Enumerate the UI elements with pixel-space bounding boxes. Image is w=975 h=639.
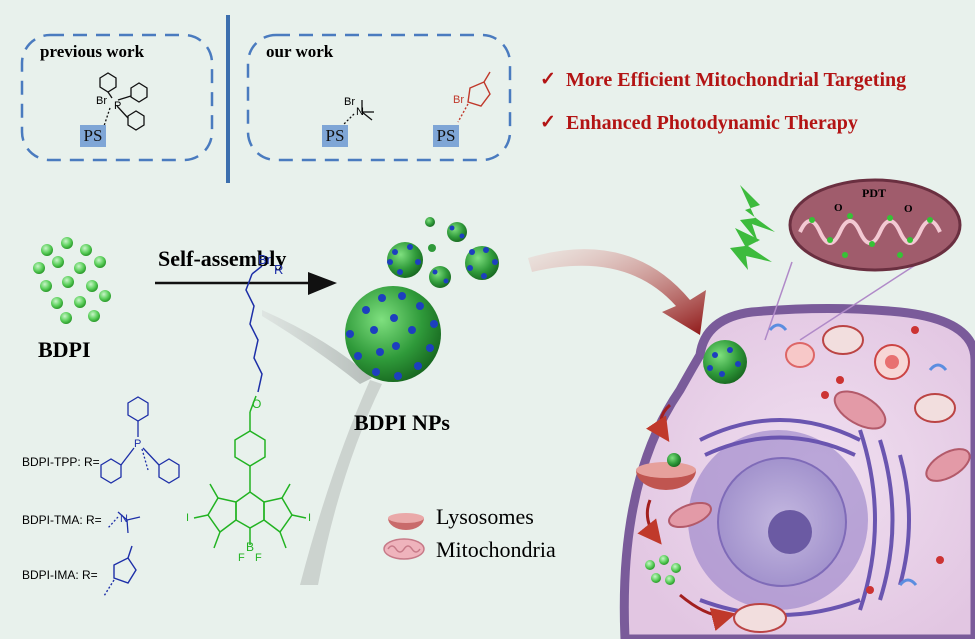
endocytosed-np	[703, 340, 747, 384]
n-atom-tma: N	[120, 513, 128, 525]
ps-label-ima: PS	[433, 125, 459, 147]
bdpi-monomer-cluster	[33, 237, 111, 324]
uptake-arrow	[528, 249, 706, 335]
check-1: ✓	[540, 69, 556, 90]
red-arrow-2	[637, 499, 662, 545]
i-atom-label-1: I	[186, 512, 190, 524]
grey-beam-upper	[262, 310, 372, 384]
self-assembly-label: Self-assembly	[158, 246, 287, 271]
check-2: ✓	[540, 112, 556, 133]
mito-inset	[788, 178, 962, 272]
o-atom-label: O	[252, 397, 262, 411]
ima-structure-header	[457, 71, 491, 123]
tma-structure-header	[343, 100, 374, 125]
br-label-tma: Br	[344, 96, 355, 108]
benefit-1: More Efficient Mitochondrial Targeting	[566, 69, 907, 91]
ps-label-previous: PS	[80, 125, 106, 147]
r-plus-label: R	[274, 262, 284, 277]
i-atom-label-2: I	[308, 512, 312, 524]
np-blue-dots	[346, 225, 498, 380]
tma-label: BDPI-TMA: R=	[22, 513, 102, 527]
f-atom-label-2: F	[255, 552, 262, 564]
cell-organelles	[668, 323, 971, 633]
p-atom-tpp: P	[134, 438, 142, 450]
self-assembly-arrow-head	[308, 272, 337, 295]
large-np	[345, 286, 441, 382]
ps-label-tma: PS	[322, 125, 348, 147]
tpp-substituent	[100, 396, 180, 484]
mito-green-dots	[809, 213, 933, 258]
red-arrow-1	[646, 403, 672, 442]
br-minus-label: Br	[258, 252, 271, 267]
p-atom-label: P	[114, 100, 122, 112]
er-stripes	[699, 418, 911, 617]
pdt-label: PDT	[862, 186, 886, 200]
inset-line-left	[764, 261, 793, 341]
np-cluster	[345, 217, 499, 382]
tma-substituent	[107, 511, 141, 534]
ima-label: BDPI-IMA: R=	[22, 568, 98, 582]
tpp-label: BDPI-TPP: R=	[22, 455, 100, 469]
o2-label-left: O	[834, 202, 843, 214]
our-work-title: our work	[266, 42, 334, 61]
bdpi-label: BDPI	[38, 337, 91, 362]
nucleolus	[768, 510, 812, 554]
previous-work-box	[20, 33, 214, 162]
benefit-2: Enhanced Photodynamic Therapy	[566, 112, 858, 134]
bdpi-nps-label: BDPI NPs	[354, 410, 450, 435]
our-work-box	[246, 33, 512, 162]
red-arrow-3	[679, 593, 736, 631]
legend-lysosomes: Lysosomes	[436, 504, 534, 529]
tpp-structure-header	[99, 72, 148, 131]
n-atom-label-tma: N	[356, 106, 364, 118]
inset-line-right	[799, 261, 921, 341]
f-atom-label-1: F	[238, 552, 245, 564]
light-bolt-2	[730, 228, 772, 270]
b-atom-label: B	[246, 540, 255, 554]
br-label-ima: Br	[453, 94, 464, 106]
ima-substituent	[103, 545, 137, 597]
light-bolt-1	[740, 185, 775, 242]
released-bdpi	[645, 555, 681, 585]
o2-label-right: O	[904, 203, 913, 215]
legend-mitochondria: Mitochondria	[436, 537, 556, 562]
grey-beam-lower	[300, 380, 382, 585]
bodipy-core	[193, 395, 307, 549]
previous-work-title: previous work	[40, 42, 145, 61]
alkyl-chain	[245, 273, 263, 393]
br-label-previous: Br	[96, 95, 107, 107]
